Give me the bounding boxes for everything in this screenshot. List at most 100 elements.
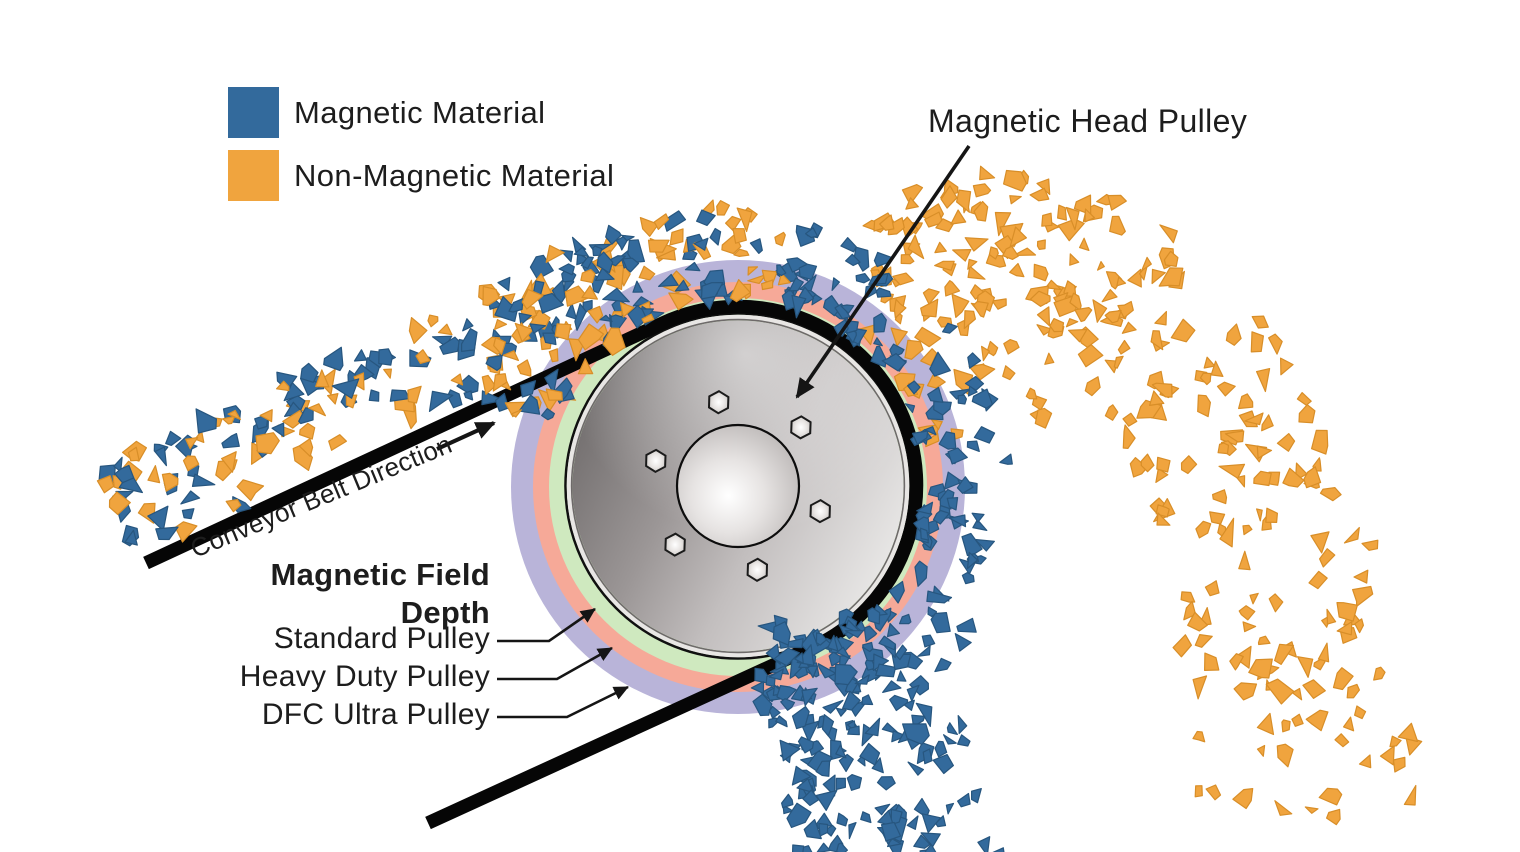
- non-magnetic-particle: [502, 350, 520, 361]
- magnetic-particle: [831, 277, 841, 291]
- non-magnetic-particle: [1397, 722, 1419, 743]
- magnetic-particle: [873, 312, 887, 333]
- non-magnetic-particle: [545, 388, 563, 401]
- non-magnetic-particle: [774, 231, 786, 247]
- magnetic-particle: [907, 761, 925, 776]
- non-magnetic-particle: [545, 244, 565, 263]
- magnetic-particle: [938, 431, 957, 450]
- non-magnetic-particle: [1353, 569, 1369, 584]
- non-magnetic-particle: [1067, 328, 1088, 343]
- non-magnetic-particle: [736, 207, 753, 233]
- non-magnetic-particle: [1225, 323, 1242, 346]
- magnetic-particle: [932, 509, 951, 525]
- non-magnetic-particle: [147, 465, 161, 484]
- non-magnetic-particle: [920, 298, 939, 318]
- non-magnetic-particle: [733, 248, 750, 257]
- magnetic-particle: [802, 789, 820, 807]
- magnetic-particle: [786, 802, 812, 829]
- non-magnetic-particle: [1249, 592, 1259, 605]
- magnetic-particle: [916, 501, 934, 515]
- non-magnetic-particle: [493, 337, 506, 355]
- magnetic-particle: [787, 638, 804, 649]
- magnetic-particle: [797, 736, 815, 754]
- magnetic-particle: [847, 725, 860, 736]
- magnetic-particle: [906, 684, 920, 702]
- non-magnetic-particle: [1291, 713, 1304, 727]
- non-magnetic-particle: [1109, 215, 1126, 236]
- non-magnetic-particle: [1373, 666, 1386, 681]
- non-magnetic-particle: [1122, 412, 1138, 427]
- magnetic-particle: [627, 305, 648, 329]
- non-magnetic-particle: [904, 339, 924, 360]
- non-magnetic-particle: [450, 373, 464, 386]
- magnetic-particle: [948, 514, 967, 528]
- non-magnetic-particle: [1256, 744, 1266, 757]
- non-magnetic-particle: [581, 285, 599, 300]
- non-magnetic-particle: [1002, 169, 1028, 192]
- non-magnetic-particle: [1104, 310, 1122, 324]
- non-magnetic-particle: [1334, 733, 1350, 748]
- non-magnetic-particle: [1210, 360, 1224, 377]
- magnetic-particle: [657, 273, 679, 287]
- non-magnetic-particle: [944, 280, 961, 297]
- non-magnetic-particle: [492, 373, 508, 392]
- non-magnetic-particle: [952, 249, 972, 262]
- non-magnetic-particle: [1205, 784, 1222, 801]
- magnetic-particle: [663, 210, 687, 232]
- magnetic-particle: [970, 787, 982, 804]
- magnetic-particle: [803, 818, 822, 840]
- non-magnetic-particle: [108, 491, 131, 516]
- non-magnetic-particle: [1217, 442, 1230, 455]
- magnetic-particle: [834, 663, 858, 686]
- non-magnetic-particle: [225, 499, 242, 513]
- magnetic-particle: [818, 822, 829, 837]
- magnetic-particle: [594, 267, 615, 281]
- non-magnetic-particle: [1253, 470, 1272, 487]
- magnetic-particle: [378, 348, 393, 366]
- magnetic-particle: [967, 352, 982, 369]
- magnetic-particle: [906, 815, 919, 831]
- magnetic-particle: [881, 353, 907, 372]
- non-magnetic-particle: [1113, 355, 1124, 369]
- magnetic-particle: [956, 734, 971, 747]
- magnetic-particle: [331, 378, 360, 399]
- non-magnetic-particle: [1159, 224, 1178, 244]
- non-magnetic-particle: [994, 211, 1012, 237]
- non-magnetic-particle: [925, 432, 940, 448]
- non-magnetic-particle: [1195, 520, 1212, 539]
- magnetic-particle: [822, 774, 836, 797]
- non-magnetic-particle: [950, 209, 967, 225]
- non-magnetic-particle: [1332, 667, 1354, 691]
- non-magnetic-particle: [1358, 754, 1372, 769]
- non-magnetic-particle: [1154, 310, 1168, 326]
- magnetic-particle: [520, 380, 537, 398]
- magnetic-particle: [804, 227, 819, 239]
- magnetic-particle: [798, 263, 818, 280]
- non-magnetic-particle: [1392, 756, 1406, 773]
- non-magnetic-particle: [1319, 487, 1342, 502]
- head-pulley-arrow: [795, 144, 971, 399]
- non-magnetic-particle: [729, 279, 751, 303]
- magnetic-particle: [929, 351, 951, 377]
- magnetic-particle: [574, 303, 587, 331]
- magnetic-particle: [844, 253, 861, 267]
- legend-item-magnetic: Magnetic Material: [228, 87, 614, 138]
- non-magnetic-particle: [967, 258, 978, 270]
- magnetic-particle: [791, 765, 812, 786]
- magnetic-particle: [752, 693, 773, 717]
- magnetic-particle: [874, 803, 891, 816]
- magnetic-particle: [926, 590, 953, 604]
- non-magnetic-particle: [1012, 247, 1037, 257]
- magnetic-particle: [580, 256, 594, 270]
- non-magnetic-particle: [747, 266, 759, 276]
- non-magnetic-particle: [298, 438, 314, 457]
- non-magnetic-particle: [1282, 467, 1305, 488]
- non-magnetic-particle: [1204, 580, 1220, 597]
- non-magnetic-particle: [1033, 263, 1049, 282]
- magnetic-particle: [882, 680, 902, 694]
- magnetic-particle: [913, 834, 931, 849]
- non-magnetic-particle: [1255, 368, 1271, 393]
- magnetic-particle: [794, 652, 804, 664]
- non-magnetic-particle: [194, 430, 205, 443]
- field-depth-line1: Magnetic Field: [270, 557, 490, 592]
